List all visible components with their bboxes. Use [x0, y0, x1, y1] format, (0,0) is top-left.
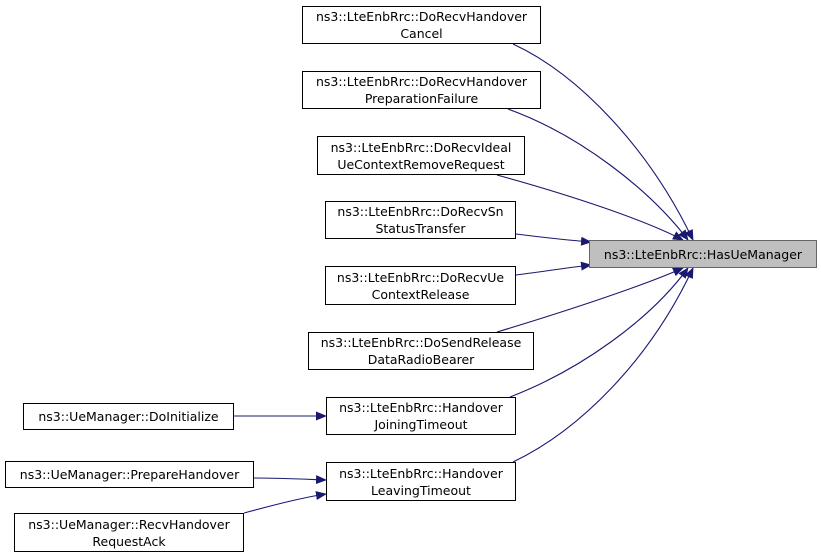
- edge-sendrel-to-target: [496, 267, 684, 333]
- node-label-line: ContextRelease: [371, 286, 470, 302]
- node-label-line: StatusTransfer: [375, 221, 466, 236]
- node-prephand[interactable]: ns3::UeManager::PrepareHandover: [5, 461, 254, 488]
- edge-ideal-to-target: [496, 174, 684, 241]
- edge-recvack-to-leaving: [243, 491, 327, 514]
- node-doinit[interactable]: ns3::UeManager::DoInitialize: [23, 403, 234, 430]
- edge-leaving-to-target: [512, 267, 694, 463]
- node-label-line: ns3::UeManager::RecvHandover: [28, 516, 230, 532]
- node-label-line: ns3::LteEnbRrc::Handover: [339, 465, 503, 481]
- node-label-line: ns3::LteEnbRrc::DoSendRelease: [320, 335, 522, 350]
- edge-cancel-to-target: [512, 43, 694, 241]
- node-label-line: RequestAck: [92, 533, 166, 549]
- node-label-line: ns3::LteEnbRrc::DoRecvUe: [336, 269, 505, 285]
- node-label-line: ns3::LteEnbRrc::Handover: [339, 400, 503, 415]
- edge-sn-to-target: [515, 233, 592, 246]
- node-label-line: JoiningTimeout: [374, 417, 468, 432]
- node-label-line: UeContextRemoveRequest: [337, 156, 505, 172]
- node-label-line: PreparationFailure: [364, 91, 479, 106]
- node-label-line: ns3::UeManager::DoInitialize: [38, 409, 219, 424]
- node-label-line: Cancel: [400, 26, 443, 41]
- edge-uerel-to-target: [515, 261, 592, 276]
- node-label-line: DataRadioBearer: [367, 352, 475, 367]
- edge-joining-to-target: [509, 267, 689, 398]
- node-label-line: LeavingTimeout: [371, 482, 471, 498]
- node-label-line: ns3::UeManager::PrepareHandover: [19, 467, 240, 482]
- edge-prephand-to-leaving: [253, 475, 327, 485]
- node-label-line: ns3::LteEnbRrc::DoRecvIdeal: [330, 139, 512, 155]
- node-label-line: ns3::LteEnbRrc::DoRecvHandover: [315, 74, 528, 89]
- node-label-line: ns3::LteEnbRrc::DoRecvSn: [337, 204, 504, 219]
- node-label-line: ns3::LteEnbRrc::DoRecvHandover: [315, 9, 528, 24]
- node-label-line: ns3::LteEnbRrc::HasUeManager: [603, 246, 803, 262]
- edge-prepfail-to-target: [507, 108, 689, 241]
- node-target[interactable]: ns3::LteEnbRrc::HasUeManager: [589, 240, 817, 268]
